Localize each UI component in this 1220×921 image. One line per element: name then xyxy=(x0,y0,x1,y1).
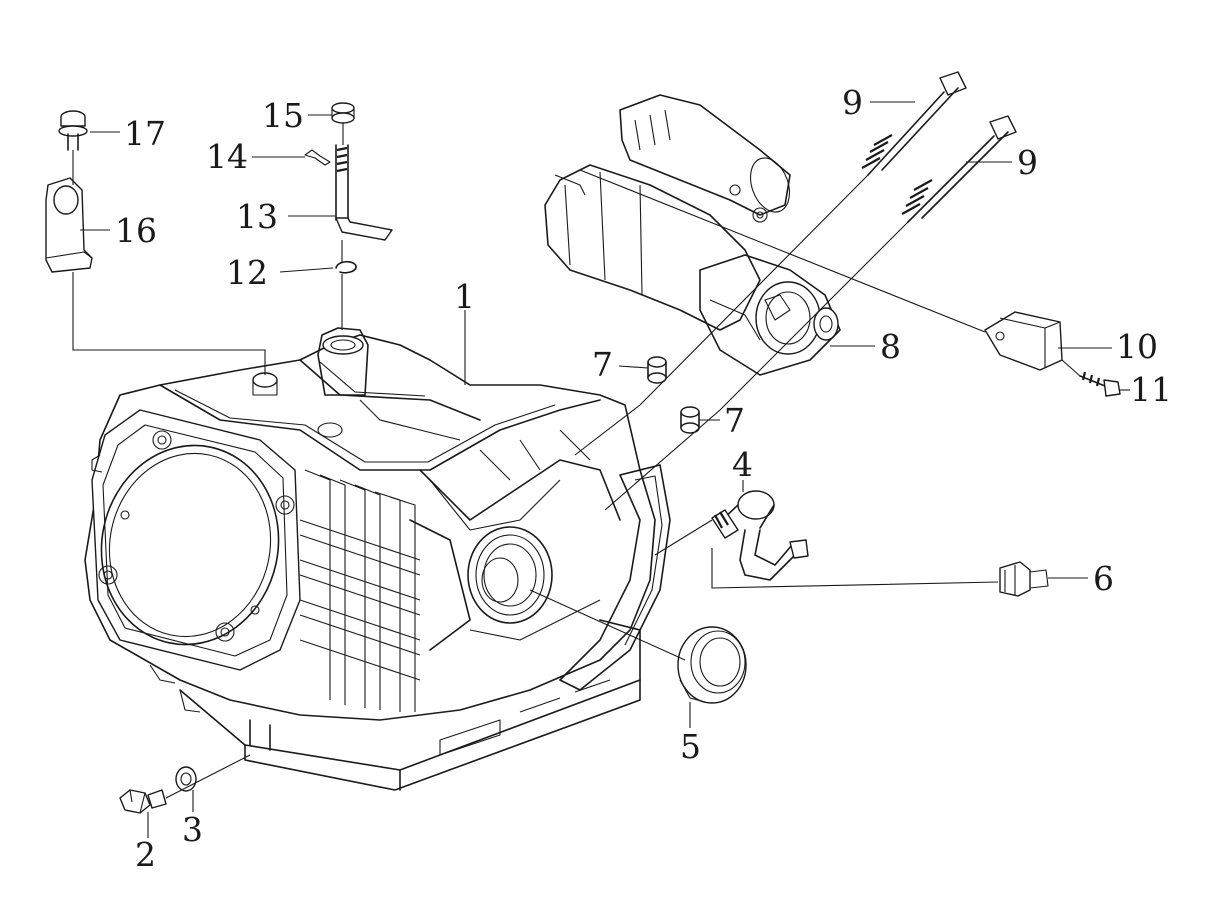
oil-seal xyxy=(677,626,747,704)
callout-2: 2 xyxy=(135,835,156,874)
callout-17: 17 xyxy=(124,114,166,153)
drain-bolt xyxy=(119,789,167,814)
callout-11: 11 xyxy=(1130,370,1172,409)
oil-switch xyxy=(711,490,809,581)
dowel-pin-upper xyxy=(647,356,667,384)
connector-screw xyxy=(1079,371,1121,397)
callout-6: 6 xyxy=(1093,559,1114,598)
callout-labels: 1 2 3 4 5 6 7 7 8 9 9 10 11 12 13 14 15 … xyxy=(115,83,1172,874)
bracket xyxy=(45,177,93,273)
callout-15: 15 xyxy=(262,96,304,135)
callout-16: 16 xyxy=(115,211,157,250)
callout-3: 3 xyxy=(182,810,203,849)
starter-bolt-upper xyxy=(861,71,967,176)
callout-7a: 7 xyxy=(592,345,613,384)
sensor xyxy=(999,561,1049,597)
callout-10: 10 xyxy=(1116,327,1158,366)
callout-4: 4 xyxy=(732,445,753,484)
callout-leaders xyxy=(80,101,1130,838)
callout-1: 1 xyxy=(454,277,475,316)
starter-motor xyxy=(544,94,841,376)
callout-8: 8 xyxy=(880,327,901,366)
circlip xyxy=(335,260,357,274)
callout-9b: 9 xyxy=(1017,143,1038,182)
callout-13: 13 xyxy=(236,197,278,236)
flange-bolt xyxy=(58,110,88,151)
callout-9a: 9 xyxy=(842,83,863,122)
dowel-pin-lower xyxy=(680,406,700,434)
leader-lines xyxy=(72,123,1081,799)
connector-cover xyxy=(984,311,1063,371)
callout-12: 12 xyxy=(226,253,268,292)
crankcase-assembly xyxy=(84,327,671,791)
callout-5: 5 xyxy=(680,727,701,766)
starter-bolt-lower xyxy=(901,115,1017,223)
callout-7b: 7 xyxy=(724,401,745,440)
plug xyxy=(331,102,355,124)
callout-14: 14 xyxy=(206,137,248,176)
lever xyxy=(335,144,393,241)
clip xyxy=(304,149,331,166)
